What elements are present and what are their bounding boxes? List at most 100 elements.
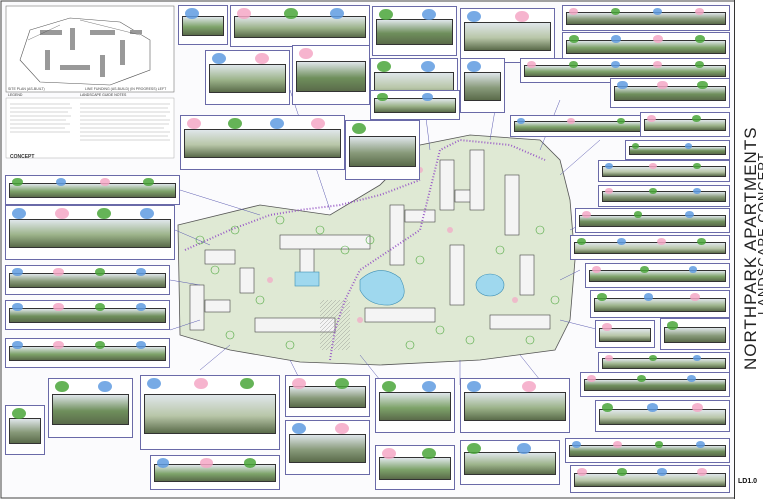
tree-canopy-icon xyxy=(640,266,650,273)
tree-canopy-icon xyxy=(692,403,704,412)
photo-panel xyxy=(230,5,370,47)
photo-strip xyxy=(664,326,726,343)
tree-canopy-icon xyxy=(569,61,578,68)
tree-canopy-icon xyxy=(143,178,154,187)
photo-panel xyxy=(598,352,730,374)
key-site-plan xyxy=(5,5,175,93)
tree-canopy-icon xyxy=(379,9,393,21)
photo-panel xyxy=(570,465,730,493)
tree-canopy-icon xyxy=(613,441,622,448)
tree-canopy-icon xyxy=(514,11,529,23)
tree-canopy-icon xyxy=(283,8,298,20)
photo-strip xyxy=(574,472,726,487)
photo-panel xyxy=(590,290,730,318)
tree-canopy-icon xyxy=(53,341,64,350)
tree-canopy-icon xyxy=(617,238,626,245)
photo-panel xyxy=(345,120,420,180)
photo-panel xyxy=(5,338,170,368)
photo-panel xyxy=(570,235,730,260)
photo-strip xyxy=(182,15,224,37)
photo-panel xyxy=(575,208,730,233)
notes-header: LANDSCAPE GUIDE NOTES xyxy=(80,93,127,97)
tree-canopy-icon xyxy=(99,178,110,187)
photo-panel xyxy=(5,205,175,260)
photo-strip xyxy=(349,135,416,168)
tree-canopy-icon xyxy=(330,8,345,20)
tree-canopy-icon xyxy=(653,35,663,43)
tree-canopy-icon xyxy=(135,268,147,277)
tree-canopy-icon xyxy=(517,118,525,125)
photo-panel xyxy=(5,265,170,295)
tree-canopy-icon xyxy=(690,293,701,301)
photo-panel xyxy=(5,405,45,455)
tree-canopy-icon xyxy=(292,378,306,390)
tree-canopy-icon xyxy=(611,61,620,68)
photo-panel xyxy=(205,50,290,105)
photo-strip xyxy=(464,72,501,102)
tree-canopy-icon xyxy=(97,381,112,393)
sheet-subtitle: LANDSCAPE CONCEPT xyxy=(755,152,763,315)
tree-canopy-icon xyxy=(569,35,579,43)
tree-canopy-icon xyxy=(611,8,621,16)
tree-canopy-icon xyxy=(299,48,313,60)
photo-strip xyxy=(602,358,726,369)
tree-canopy-icon xyxy=(12,268,23,277)
tree-canopy-icon xyxy=(421,9,436,21)
tree-canopy-icon xyxy=(577,468,587,476)
photo-strip xyxy=(599,327,651,342)
tree-canopy-icon xyxy=(269,118,284,130)
photo-strip xyxy=(9,308,166,324)
main-site-plan xyxy=(177,134,576,366)
tree-canopy-icon xyxy=(240,378,255,390)
tree-canopy-icon xyxy=(632,143,639,149)
tree-canopy-icon xyxy=(377,93,388,102)
site-plan-caption-right: LINE FUNDING (AS-BUILD) (IN PROGRESS) LE… xyxy=(85,87,167,91)
tree-canopy-icon xyxy=(334,423,349,435)
tree-canopy-icon xyxy=(647,403,659,412)
tree-canopy-icon xyxy=(254,53,269,65)
tree-canopy-icon xyxy=(695,441,705,448)
photo-panel xyxy=(625,140,730,160)
tree-canopy-icon xyxy=(185,8,199,20)
tree-canopy-icon xyxy=(157,458,170,468)
tree-canopy-icon xyxy=(200,458,213,468)
photo-strip xyxy=(569,444,726,458)
tree-canopy-icon xyxy=(667,321,679,330)
tree-canopy-icon xyxy=(649,355,657,362)
photo-panel xyxy=(660,318,730,350)
tree-canopy-icon xyxy=(582,211,591,218)
photo-panel xyxy=(5,175,180,205)
photo-panel xyxy=(580,372,730,397)
tree-canopy-icon xyxy=(611,35,621,43)
tree-canopy-icon xyxy=(147,378,161,390)
tree-canopy-icon xyxy=(657,81,668,90)
photo-strip xyxy=(464,392,566,422)
photo-strip xyxy=(9,418,41,445)
tree-canopy-icon xyxy=(693,188,701,195)
tree-canopy-icon xyxy=(693,163,701,170)
legend-header: LEGEND xyxy=(8,93,23,97)
tree-canopy-icon xyxy=(352,123,366,135)
tree-canopy-icon xyxy=(310,118,325,130)
photo-strip xyxy=(589,269,726,283)
tree-canopy-icon xyxy=(602,323,612,331)
tree-canopy-icon xyxy=(94,303,105,312)
photo-strip xyxy=(184,129,341,159)
photo-panel xyxy=(460,8,555,63)
tree-canopy-icon xyxy=(617,118,625,125)
photo-panel xyxy=(285,375,370,417)
tree-canopy-icon xyxy=(695,35,705,43)
photo-panel xyxy=(150,455,280,490)
photo-strip xyxy=(234,16,366,38)
tree-canopy-icon xyxy=(55,381,69,393)
photo-strip xyxy=(9,273,166,289)
photo-strip xyxy=(614,86,726,102)
tree-canopy-icon xyxy=(643,293,654,301)
tree-canopy-icon xyxy=(657,468,667,476)
tree-canopy-icon xyxy=(97,208,111,220)
photo-strip xyxy=(9,219,171,249)
photo-panel xyxy=(595,400,730,432)
photo-panel xyxy=(595,320,655,348)
photo-strip xyxy=(594,297,726,312)
notes-block xyxy=(5,97,175,159)
